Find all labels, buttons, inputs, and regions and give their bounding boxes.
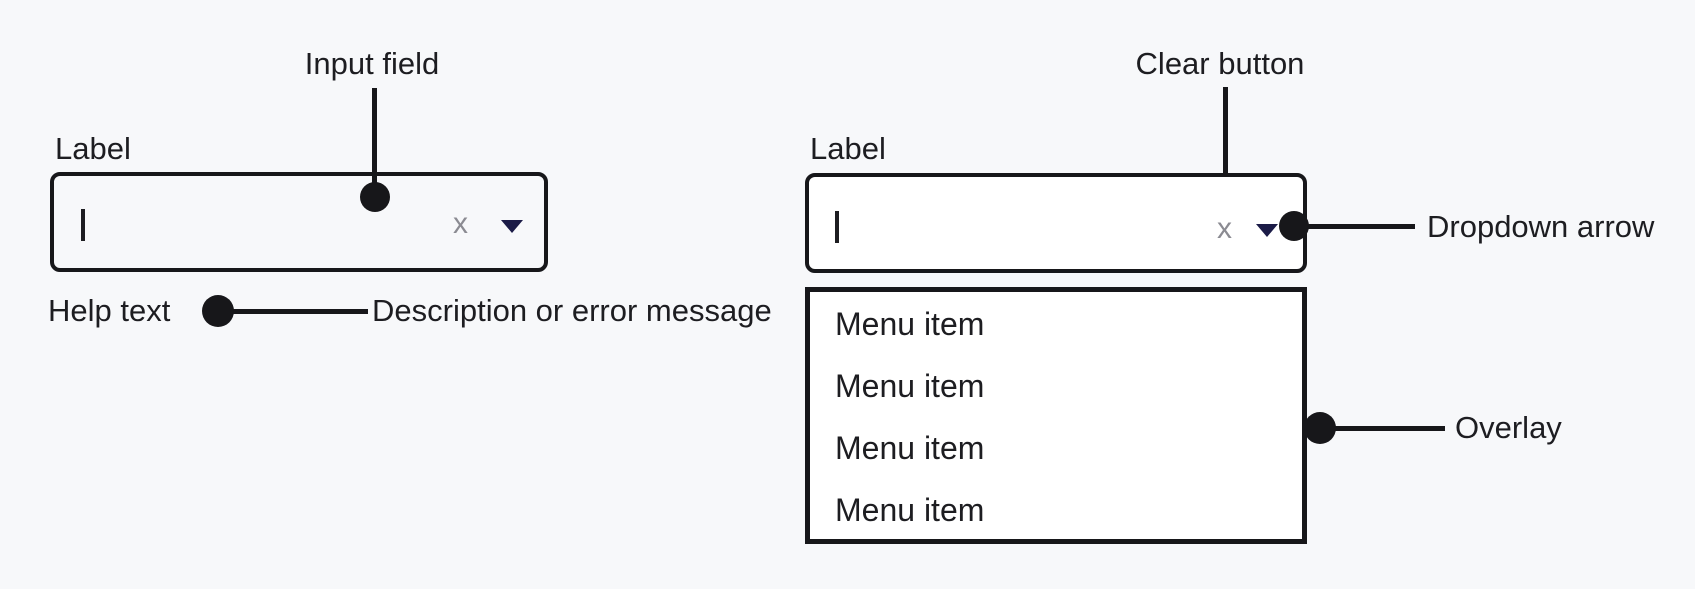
annotation-clear-button: Clear button	[1135, 46, 1305, 81]
text-cursor	[81, 209, 85, 241]
annotation-dropdown-arrow: Dropdown arrow	[1427, 209, 1655, 244]
help-text: Help text	[48, 293, 171, 328]
leader-dot-input-field	[360, 182, 390, 212]
leader-line-clear-button	[1223, 87, 1228, 193]
annotation-help-description: Description or error message	[372, 293, 772, 328]
leader-dot-dropdown-arrow	[1279, 211, 1309, 241]
annotation-input-field: Input field	[304, 46, 440, 81]
leader-line-dropdown-arrow	[1307, 224, 1415, 229]
dropdown-arrow-icon[interactable]	[1256, 224, 1278, 237]
combobox-label: Label	[55, 131, 131, 166]
combobox-input-open[interactable]: x	[805, 173, 1307, 273]
clear-button[interactable]: x	[453, 207, 468, 240]
text-cursor	[835, 211, 839, 243]
clear-button[interactable]: x	[1217, 212, 1232, 245]
menu-item[interactable]: Menu item	[835, 305, 985, 342]
menu-item[interactable]: Menu item	[835, 491, 985, 528]
dropdown-arrow-icon[interactable]	[501, 220, 523, 233]
leader-line-input-field	[372, 88, 377, 192]
menu-item[interactable]: Menu item	[835, 429, 985, 466]
annotation-overlay: Overlay	[1455, 410, 1562, 445]
leader-line-overlay	[1334, 426, 1445, 431]
combobox-label: Label	[810, 131, 886, 166]
combobox-input[interactable]: x	[50, 172, 548, 272]
leader-line-help-text	[218, 309, 368, 314]
leader-dot-overlay	[1304, 412, 1336, 444]
menu-item[interactable]: Menu item	[835, 367, 985, 404]
